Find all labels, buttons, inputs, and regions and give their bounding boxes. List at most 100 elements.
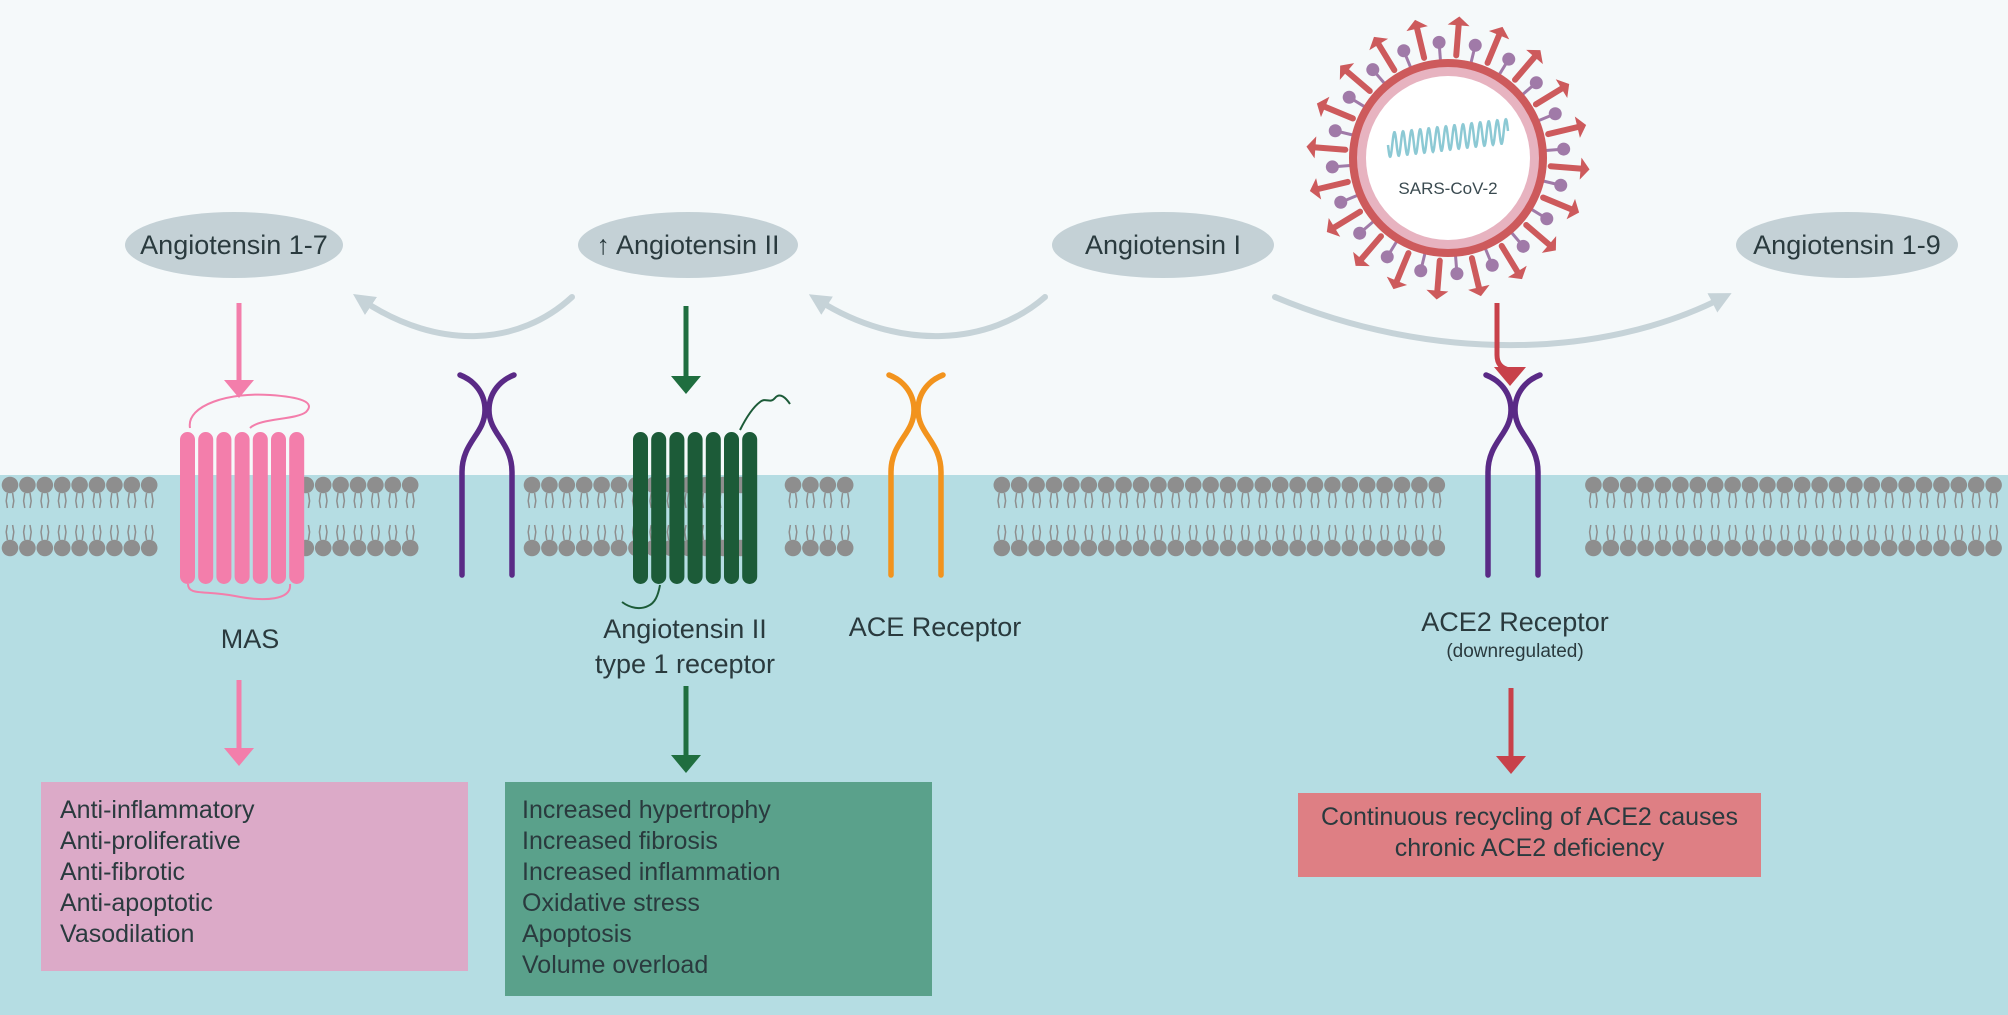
lipid-head — [1880, 539, 1898, 557]
lipid-head — [1637, 476, 1654, 494]
lipid-tail — [342, 492, 346, 509]
lipid-tail — [1310, 492, 1314, 509]
lipid-head — [332, 476, 349, 494]
lipid-tail — [829, 492, 833, 509]
lipid-tail — [1954, 524, 1957, 541]
lipid-head — [1950, 476, 1968, 494]
lipid-head — [1654, 476, 1672, 494]
viral-interior — [1366, 76, 1530, 240]
lipid-head — [1428, 476, 1446, 494]
lipid-head — [784, 476, 802, 494]
lipid-tail — [1038, 524, 1042, 541]
lipid-tail — [1734, 524, 1738, 541]
at1-effect-item: Oxidative stress — [522, 889, 700, 917]
lipid-head — [1115, 476, 1132, 494]
lipid-tail — [22, 524, 26, 541]
lipid-head — [1358, 539, 1376, 557]
lipid-tail — [98, 524, 102, 541]
lipid-head — [349, 476, 367, 494]
lipid-tail — [1717, 524, 1720, 541]
lipid-head — [1010, 539, 1028, 557]
lipid-tail — [1073, 492, 1076, 509]
spike-protein-head — [1326, 217, 1341, 237]
lipid-tail — [586, 524, 589, 541]
lipid-head — [1132, 539, 1150, 557]
lipid-head — [1237, 476, 1254, 494]
lipid-tail — [840, 492, 844, 509]
lipid-head — [1602, 539, 1620, 557]
lipid-tail — [1125, 524, 1129, 541]
lipid-head — [1654, 539, 1672, 557]
lipid-tail — [1206, 524, 1209, 541]
membrane-protein-tip — [1554, 178, 1568, 192]
lipid-tail — [359, 492, 363, 509]
lipid-tail — [1762, 524, 1766, 541]
spike-protein-head — [1339, 63, 1355, 80]
lipid-tail — [1316, 524, 1320, 541]
lipid-tail — [1119, 524, 1122, 541]
lipid-head — [106, 539, 123, 557]
lipid-head — [1585, 476, 1602, 494]
spike-protein — [1393, 250, 1412, 284]
lipid-head — [1358, 476, 1376, 494]
viral-rna — [1386, 117, 1510, 159]
lipid-tail — [533, 492, 537, 509]
lipid-head — [1967, 539, 1985, 557]
arrow-at1-to-effects-head — [671, 755, 701, 773]
lipid-tail — [11, 524, 15, 541]
lipid-head — [819, 539, 837, 557]
lipid-tail — [1073, 524, 1076, 541]
lipid-tail — [1995, 524, 1999, 541]
lipid-tail — [133, 524, 137, 541]
ace2-receptor-label: ACE2 Receptor — [1421, 607, 1609, 637]
lipid-tail — [603, 492, 607, 509]
lipid-tail — [1769, 492, 1772, 509]
spike-protein-head — [1426, 289, 1449, 300]
lipid-head — [1776, 539, 1794, 557]
at1-effect-item: Volume overload — [522, 951, 709, 979]
lipid-head — [593, 539, 610, 557]
lipid-tail — [794, 524, 798, 541]
lipid-head — [1863, 539, 1881, 557]
lipid-tail — [1647, 524, 1651, 541]
membrane-protein-tip — [1548, 107, 1562, 121]
lipid-head — [1933, 476, 1950, 494]
lipid-tail — [551, 524, 554, 541]
lipid-head — [19, 476, 36, 494]
spike-protein — [1498, 242, 1521, 275]
lipid-head — [1672, 539, 1689, 557]
membrane-protein-tip — [1334, 195, 1348, 209]
lipid-tail — [1003, 492, 1007, 509]
lipid-tail — [1090, 492, 1094, 509]
lipid-tail — [75, 492, 78, 509]
at1-effect-item: Apoptosis — [522, 920, 632, 948]
transmembrane-helix — [687, 432, 703, 584]
lipid-head — [314, 539, 332, 557]
lipid-tail — [1891, 492, 1894, 509]
lipid-head — [1724, 476, 1741, 494]
lipid-head — [1689, 476, 1707, 494]
lipid-tail — [1588, 524, 1592, 541]
lipid-tail — [1021, 492, 1024, 509]
lipid-head — [1063, 476, 1080, 494]
lipid-tail — [92, 492, 96, 509]
lipid-head — [1202, 539, 1219, 557]
lipid-head — [1393, 476, 1411, 494]
lipid-tail — [1664, 492, 1668, 509]
lipid-tail — [666, 524, 670, 541]
lipid-head — [1724, 539, 1741, 557]
ace2-effect-line: chronic ACE2 deficiency — [1394, 834, 1665, 862]
lipid-tail — [1136, 524, 1140, 541]
lipid-head — [1376, 539, 1393, 557]
lipid-head — [1289, 476, 1306, 494]
spike-protein — [1468, 255, 1482, 291]
lipid-tail — [318, 524, 322, 541]
lipid-head — [1271, 476, 1289, 494]
membrane-protein-tip — [1529, 76, 1543, 90]
lipid-tail — [1293, 492, 1296, 509]
lipid-head — [367, 539, 384, 557]
lipid-head — [384, 476, 402, 494]
receptor-terminal-loop — [187, 583, 292, 601]
lipid-head — [1376, 476, 1393, 494]
lipid-tail — [551, 492, 554, 509]
